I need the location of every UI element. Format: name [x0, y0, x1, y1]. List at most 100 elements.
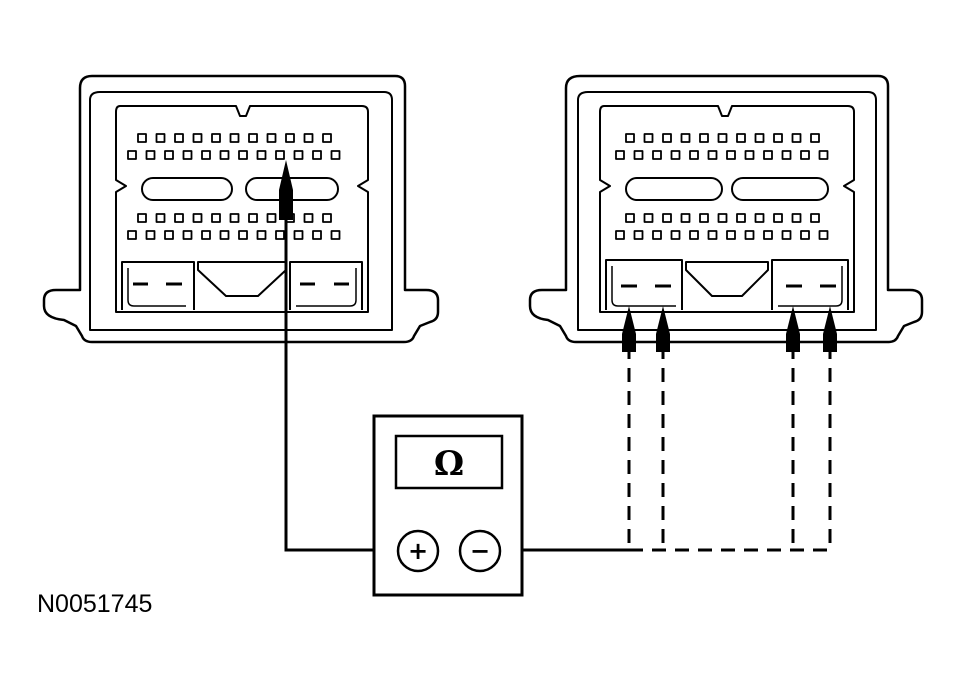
connector-pin	[699, 133, 709, 143]
connector-pin	[670, 150, 681, 160]
connector-pin	[662, 133, 672, 143]
left-connector-housing	[42, 74, 440, 344]
right-connector-inner-rim	[577, 91, 877, 331]
connector-pin	[312, 150, 322, 160]
connector-pin	[781, 150, 792, 160]
right-connector-latch-arc-right	[778, 266, 843, 307]
connector-pin	[662, 213, 672, 223]
connector-pin	[155, 213, 166, 223]
right-connector-slot-left	[625, 177, 723, 201]
connector-pin	[330, 230, 341, 240]
right-connector-slot-right	[731, 177, 829, 201]
connector-pin	[726, 230, 736, 240]
right-connector-pins	[615, 133, 829, 240]
ohm-symbol: Ω	[434, 444, 464, 484]
negative-terminal-label: −	[470, 537, 490, 565]
left-connector-pins	[127, 133, 341, 240]
connector-pin	[303, 213, 314, 223]
right-connector-latch-left	[605, 259, 683, 310]
connector-pin	[791, 213, 802, 223]
negative-probe-tips	[622, 306, 837, 352]
connector-pin	[625, 213, 635, 223]
connector-pin	[211, 133, 221, 143]
connector-pin	[219, 230, 230, 240]
connector-pin	[633, 150, 644, 160]
right-connector-latch-arc-left	[611, 266, 676, 307]
connector-pin	[229, 213, 240, 223]
connector-pin	[322, 213, 332, 223]
connector-pin	[643, 213, 654, 223]
connector-pin	[754, 133, 765, 143]
left-connector-inner-rim	[89, 91, 393, 331]
connector-pin	[330, 150, 341, 160]
connector-pin	[680, 213, 691, 223]
connector-pin	[754, 213, 765, 223]
connector-pin	[322, 133, 332, 143]
right-connector-latch-right	[771, 259, 849, 310]
connector-pin	[182, 150, 193, 160]
ohmmeter: Ω + −	[372, 414, 524, 597]
right-connector-pin-field	[599, 105, 855, 313]
connector-pin	[248, 133, 258, 143]
ohmmeter-display	[394, 434, 504, 490]
connector-pin	[707, 150, 718, 160]
connector-pin	[275, 150, 285, 160]
connector-pin	[293, 230, 304, 240]
left-connector-pin-field	[115, 105, 369, 313]
connector-pin	[615, 150, 625, 160]
right-connector	[528, 74, 924, 344]
negative-dashed-jumpers	[627, 345, 832, 552]
connector-pin	[689, 230, 699, 240]
connector-pin	[285, 133, 295, 143]
connector-pin	[670, 230, 681, 240]
left-connector	[42, 74, 440, 344]
connector-pin	[137, 213, 147, 223]
connector-pin	[773, 133, 783, 143]
connector-pin	[810, 133, 820, 143]
connector-pin	[652, 150, 662, 160]
connector-pin	[266, 213, 277, 223]
connector-pin	[238, 150, 248, 160]
positive-test-lead	[284, 192, 398, 552]
connector-pin	[810, 213, 820, 223]
left-connector-slot-left	[141, 177, 233, 201]
connector-pin	[689, 150, 699, 160]
connector-pin	[164, 150, 174, 160]
connector-pin	[145, 230, 156, 240]
left-connector-latch-arc-left	[127, 268, 186, 307]
connector-pin	[707, 230, 718, 240]
connector-pin	[303, 133, 314, 143]
connector-pin	[219, 150, 230, 160]
connector-pin	[275, 230, 285, 240]
connector-pin	[717, 133, 728, 143]
connector-pin	[201, 230, 211, 240]
connector-pin	[633, 230, 644, 240]
connector-pin	[652, 230, 662, 240]
connector-pin	[238, 230, 248, 240]
connector-pin	[266, 133, 277, 143]
connector-pin	[145, 150, 156, 160]
connector-pin	[256, 230, 267, 240]
positive-probe-tip	[279, 160, 293, 220]
right-connector-key	[685, 261, 769, 297]
connector-pin	[744, 230, 755, 240]
left-connector-latch-right	[289, 261, 363, 310]
connector-pin	[256, 150, 267, 160]
connector-pin	[773, 213, 783, 223]
connector-pin	[164, 230, 174, 240]
connector-pin	[625, 133, 635, 143]
connector-pin	[699, 213, 709, 223]
connector-pin	[127, 230, 137, 240]
connector-pin	[174, 213, 184, 223]
connector-pin	[615, 230, 625, 240]
connector-pin	[763, 230, 773, 240]
connector-pin	[818, 150, 829, 160]
connector-pin	[763, 150, 773, 160]
connector-pin	[643, 133, 654, 143]
connector-pin	[744, 150, 755, 160]
left-connector-key	[197, 261, 287, 297]
figure-id: N0051745	[37, 590, 153, 618]
connector-pin	[211, 213, 221, 223]
connector-pin	[182, 230, 193, 240]
